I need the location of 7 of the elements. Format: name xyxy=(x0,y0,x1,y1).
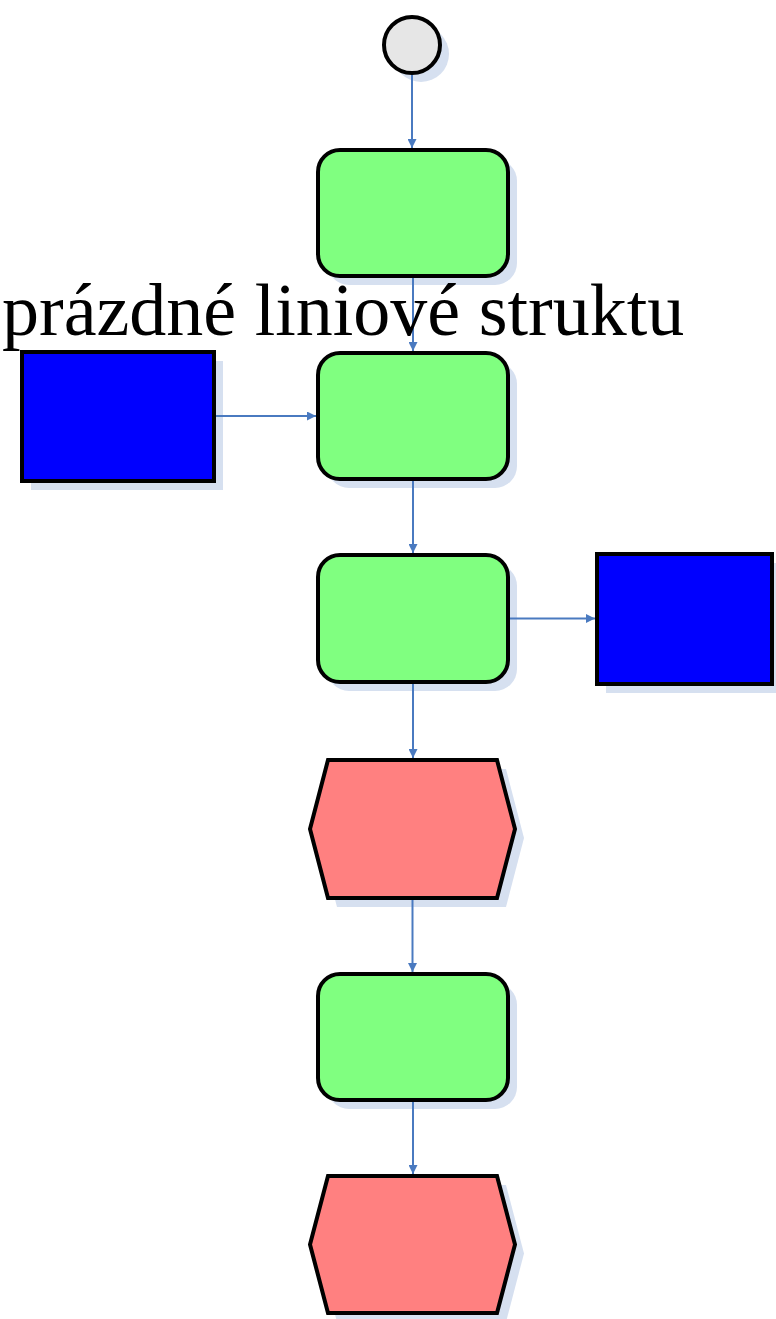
arrow xyxy=(408,683,418,759)
arrow xyxy=(407,74,417,149)
arrow xyxy=(215,411,317,421)
arrow xyxy=(408,1101,418,1175)
arrow xyxy=(509,614,596,623)
arrow xyxy=(408,899,417,973)
arrow xyxy=(408,480,418,554)
